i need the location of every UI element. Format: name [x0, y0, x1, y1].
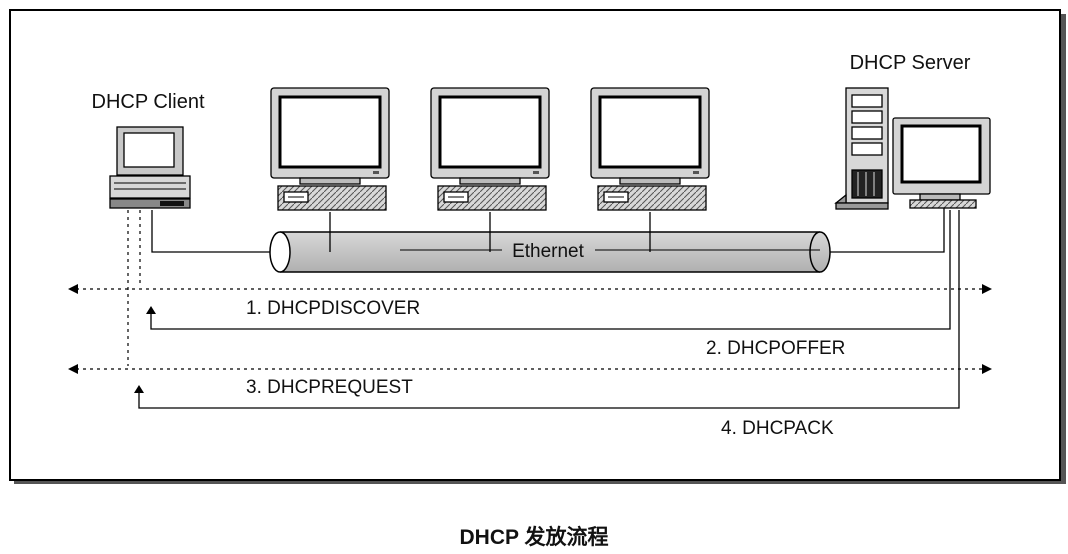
discover-label: 1. DHCPDISCOVER	[246, 298, 420, 319]
client-wire	[151, 210, 270, 253]
workstation-icon	[590, 87, 710, 211]
laptop-icon	[109, 126, 191, 209]
server-label: DHCP Server	[850, 52, 971, 74]
offer-label: 2. DHCPOFFER	[706, 338, 845, 359]
workstation-icon	[270, 87, 390, 211]
server-wire	[830, 208, 945, 253]
broadcast-arrow	[68, 284, 992, 294]
client-label: DHCP Client	[92, 91, 205, 113]
ethernet-cable	[269, 231, 831, 273]
server-monitor-icon	[892, 117, 991, 209]
server-tower-icon	[834, 87, 889, 210]
ack-arrow	[134, 210, 960, 409]
broadcast-arrow	[68, 364, 992, 374]
ack-label: 4. DHCPACK	[721, 418, 834, 439]
request-label: 3. DHCPREQUEST	[246, 377, 413, 398]
ethernet-label: Ethernet	[512, 241, 585, 262]
workstation-drops	[329, 212, 651, 252]
diagram-caption: DHCP 发放流程	[459, 526, 609, 549]
offer-arrow	[146, 210, 951, 330]
client-dotted-lines	[127, 210, 141, 366]
workstation-icon	[430, 87, 550, 211]
